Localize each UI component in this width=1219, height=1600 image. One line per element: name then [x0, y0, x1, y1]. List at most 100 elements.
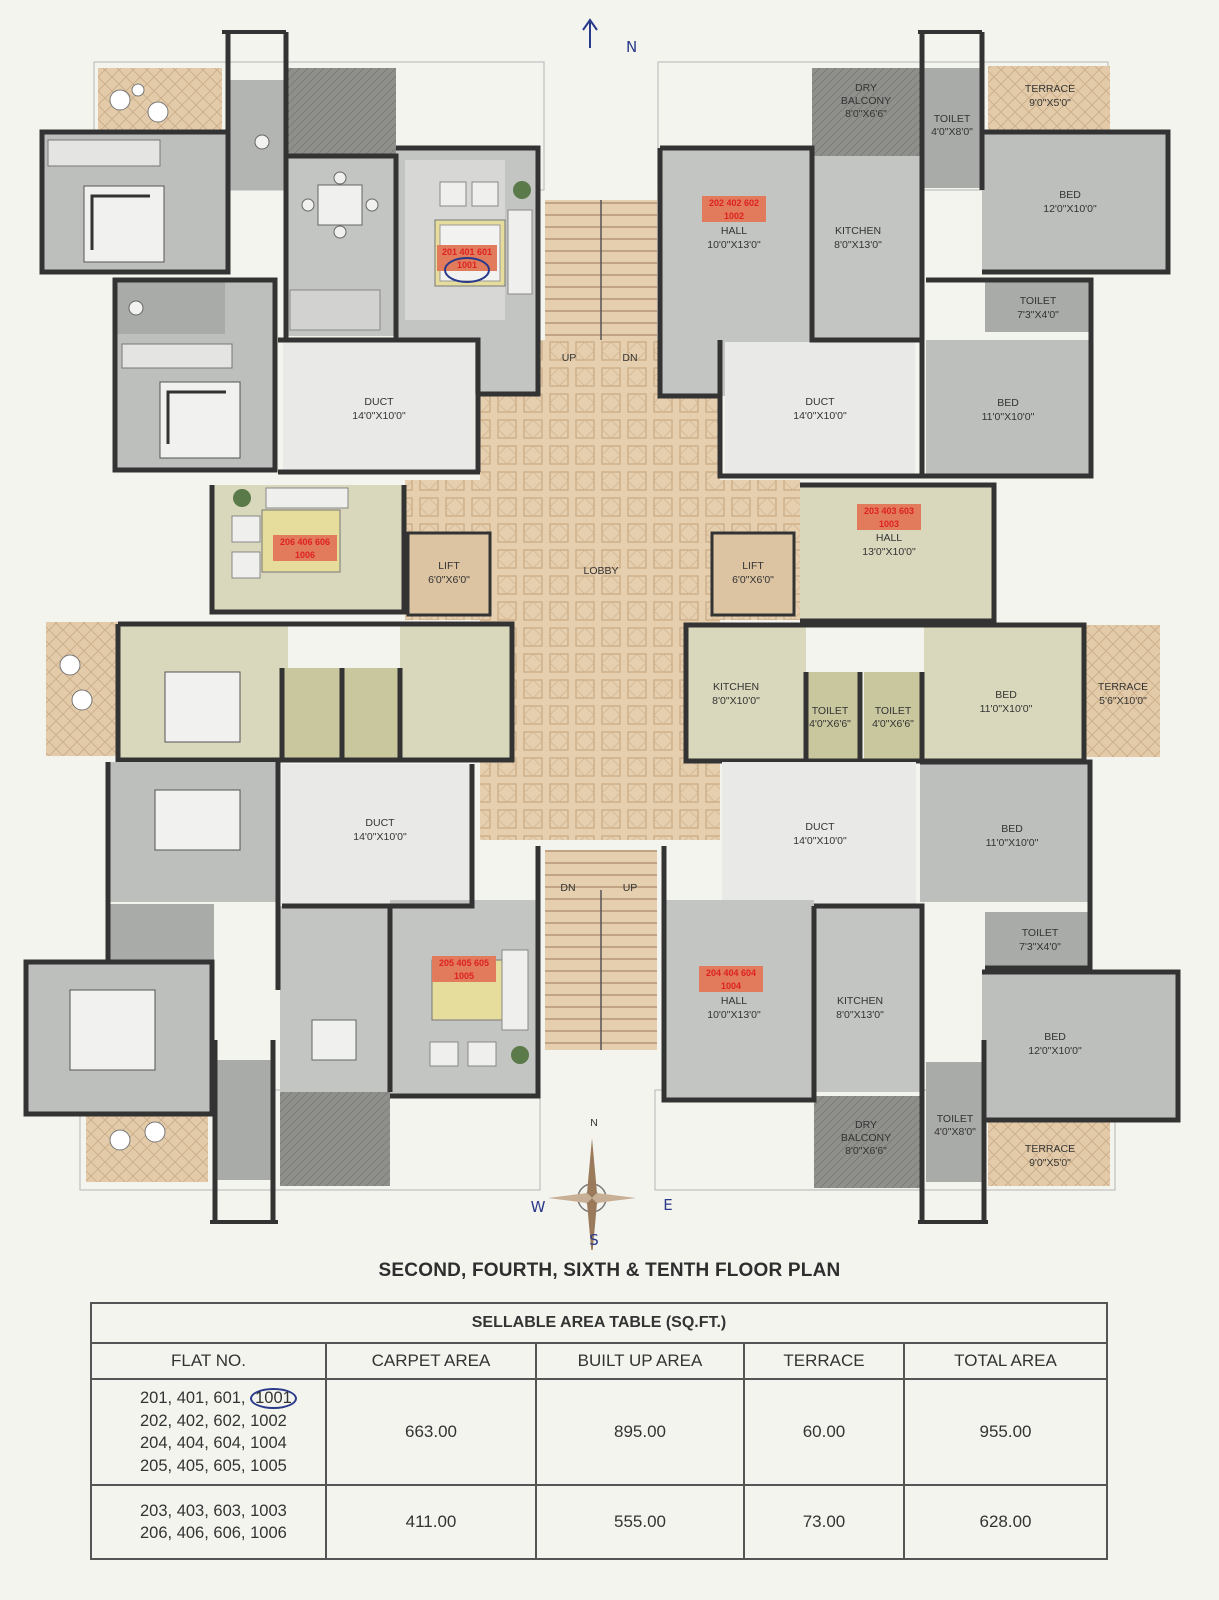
duct-dim: 14'0"X10'0": [353, 831, 407, 843]
flat-list: 202, 402, 602, 1002: [140, 1411, 287, 1430]
unit-number: 204 404 604: [706, 968, 756, 978]
unit-number: 202 402 602: [709, 198, 759, 208]
flat-list: 205, 405, 605, 1005: [140, 1456, 287, 1475]
unit-number: 205 405 605: [439, 958, 489, 968]
unit-tag: [702, 196, 766, 222]
unit-206: [46, 485, 515, 763]
unit-number-tenth: 1005: [454, 971, 474, 981]
room-dim: 11'0"X10'0": [986, 837, 1039, 849]
room-label: BED: [1044, 1031, 1066, 1043]
room-dim: 4'0"X8'0": [931, 126, 973, 138]
unit-tag: [857, 504, 921, 530]
flat-numbers-cell: 201, 401, 601, 1001 202, 402, 602, 1002 …: [90, 1378, 327, 1486]
duct-dim: 14'0"X10'0": [352, 410, 406, 422]
room-dim: 11'0"X10'0": [982, 411, 1035, 423]
room-label: TOILET: [937, 1113, 974, 1125]
unit-202: [657, 30, 1171, 479]
compass-south-label: S: [589, 1231, 599, 1249]
room-dim: 11'0"X10'0": [980, 703, 1033, 715]
room-dim: 4'0"X6'6": [809, 718, 851, 730]
unit-205: [23, 760, 541, 1224]
carpet-area-cell: 663.00: [325, 1378, 537, 1486]
circled-flat-number: 1001: [250, 1388, 297, 1409]
unit-number-tenth: 1003: [879, 519, 899, 529]
table-caption: SELLABLE AREA TABLE (SQ.FT.): [89, 1302, 1109, 1344]
flat-numbers-cell: 203, 403, 603, 1003 206, 406, 606, 1006: [90, 1484, 327, 1560]
north-arrow-icon: [582, 18, 598, 48]
floor-plan-drawing: N: [23, 18, 1181, 1250]
unit-number-tenth: 1006: [295, 550, 315, 560]
room-dim: 12'0"X10'0": [1043, 203, 1097, 215]
room-label: HALL: [721, 995, 747, 1007]
room-dim: 8'0"X10'0": [712, 695, 760, 707]
flat-list: 204, 404, 604, 1004: [140, 1434, 287, 1452]
stair-down-label: DN: [560, 882, 575, 894]
lift-label: LIFT: [438, 560, 460, 572]
unit-204: [661, 759, 1181, 1224]
room-dim: 7'3"X4'0": [1017, 309, 1059, 321]
unit-tag: [273, 535, 337, 561]
room-label: KITCHEN: [837, 995, 883, 1007]
terrace-area-cell: 73.00: [743, 1484, 905, 1560]
duct-dim: 14'0"X10'0": [793, 410, 847, 422]
room-label: KITCHEN: [713, 681, 759, 693]
room-dim: 12'0"X10'0": [1028, 1045, 1082, 1057]
unit-number-tenth: 1002: [724, 211, 744, 221]
table-row: 201, 401, 601, 1001 202, 402, 602, 1002 …: [90, 1378, 1109, 1486]
duct-label: DUCT: [805, 821, 835, 833]
room-dim: 10'0"X13'0": [707, 239, 761, 251]
room-label: BALCONY: [841, 95, 891, 107]
compass-west-label: W: [531, 1198, 546, 1216]
room-dim: 10'0"X13'0": [707, 1009, 761, 1021]
room-label: BALCONY: [841, 1132, 891, 1144]
terrace-area-cell: 60.00: [743, 1378, 905, 1486]
unit-number-tenth: 1001: [457, 260, 477, 270]
flat-list: 206, 406, 606, 1006: [140, 1524, 287, 1542]
room-label: TOILET: [1020, 295, 1057, 307]
unit-number: 201 401 601: [442, 247, 492, 257]
lift-dim: 6'0"X6'0": [428, 574, 470, 586]
table-row: 203, 403, 603, 1003 206, 406, 606, 1006 …: [90, 1484, 1109, 1560]
room-label: TERRACE: [1098, 681, 1148, 693]
column-header: FLAT NO.: [90, 1342, 327, 1380]
room-label: TOILET: [934, 113, 971, 125]
duct-label: DUCT: [364, 396, 394, 408]
room-dim: 8'0"X13'0": [836, 1009, 884, 1021]
lobby-label: LOBBY: [583, 565, 618, 577]
duct-label: DUCT: [805, 396, 835, 408]
handwritten-circle: [444, 257, 490, 283]
compass-north-label: N: [590, 1117, 598, 1129]
duct-dim: 14'0"X10'0": [793, 835, 847, 847]
room-dim: 4'0"X8'0": [934, 1126, 976, 1138]
room-label: TERRACE: [1025, 1143, 1075, 1155]
plan-title: SECOND, FOURTH, SIXTH & TENTH FLOOR PLAN: [378, 1260, 841, 1281]
column-header: TERRACE: [743, 1342, 905, 1380]
room-label: TOILET: [1022, 927, 1059, 939]
room-label: TOILET: [875, 705, 912, 717]
room-dim: 8'0"X13'0": [834, 239, 882, 251]
unit-tag: [699, 966, 763, 992]
room-dim: 13'0"X10'0": [862, 546, 916, 558]
unit-tag: [432, 956, 496, 982]
column-header: BUILT UP AREA: [535, 1342, 745, 1380]
sellable-area-table: SELLABLE AREA TABLE (SQ.FT.) FLAT NO. CA…: [89, 1302, 1109, 1560]
room-dim: 4'0"X6'6": [872, 718, 914, 730]
lift-dim: 6'0"X6'0": [732, 574, 774, 586]
total-area-cell: 628.00: [902, 1484, 1109, 1560]
lift-right: [710, 531, 796, 617]
builtup-area-cell: 895.00: [535, 1378, 745, 1486]
room-dim: 8'0"X6'6": [845, 108, 887, 120]
stair-up-label: UP: [562, 352, 577, 364]
carpet-area-cell: 411.00: [325, 1484, 537, 1560]
room-label: HALL: [876, 532, 902, 544]
column-header: TOTAL AREA: [902, 1342, 1109, 1380]
unit-number: 206 406 606: [280, 537, 330, 547]
unit-201: [39, 30, 541, 475]
room-dim: 7'3"X4'0": [1019, 941, 1061, 953]
handwritten-north-label: N: [626, 38, 637, 56]
compass-east-label: E: [663, 1196, 672, 1214]
column-header: CARPET AREA: [325, 1342, 537, 1380]
stair-up-label: UP: [623, 882, 638, 894]
room-label: DRY: [855, 82, 877, 94]
